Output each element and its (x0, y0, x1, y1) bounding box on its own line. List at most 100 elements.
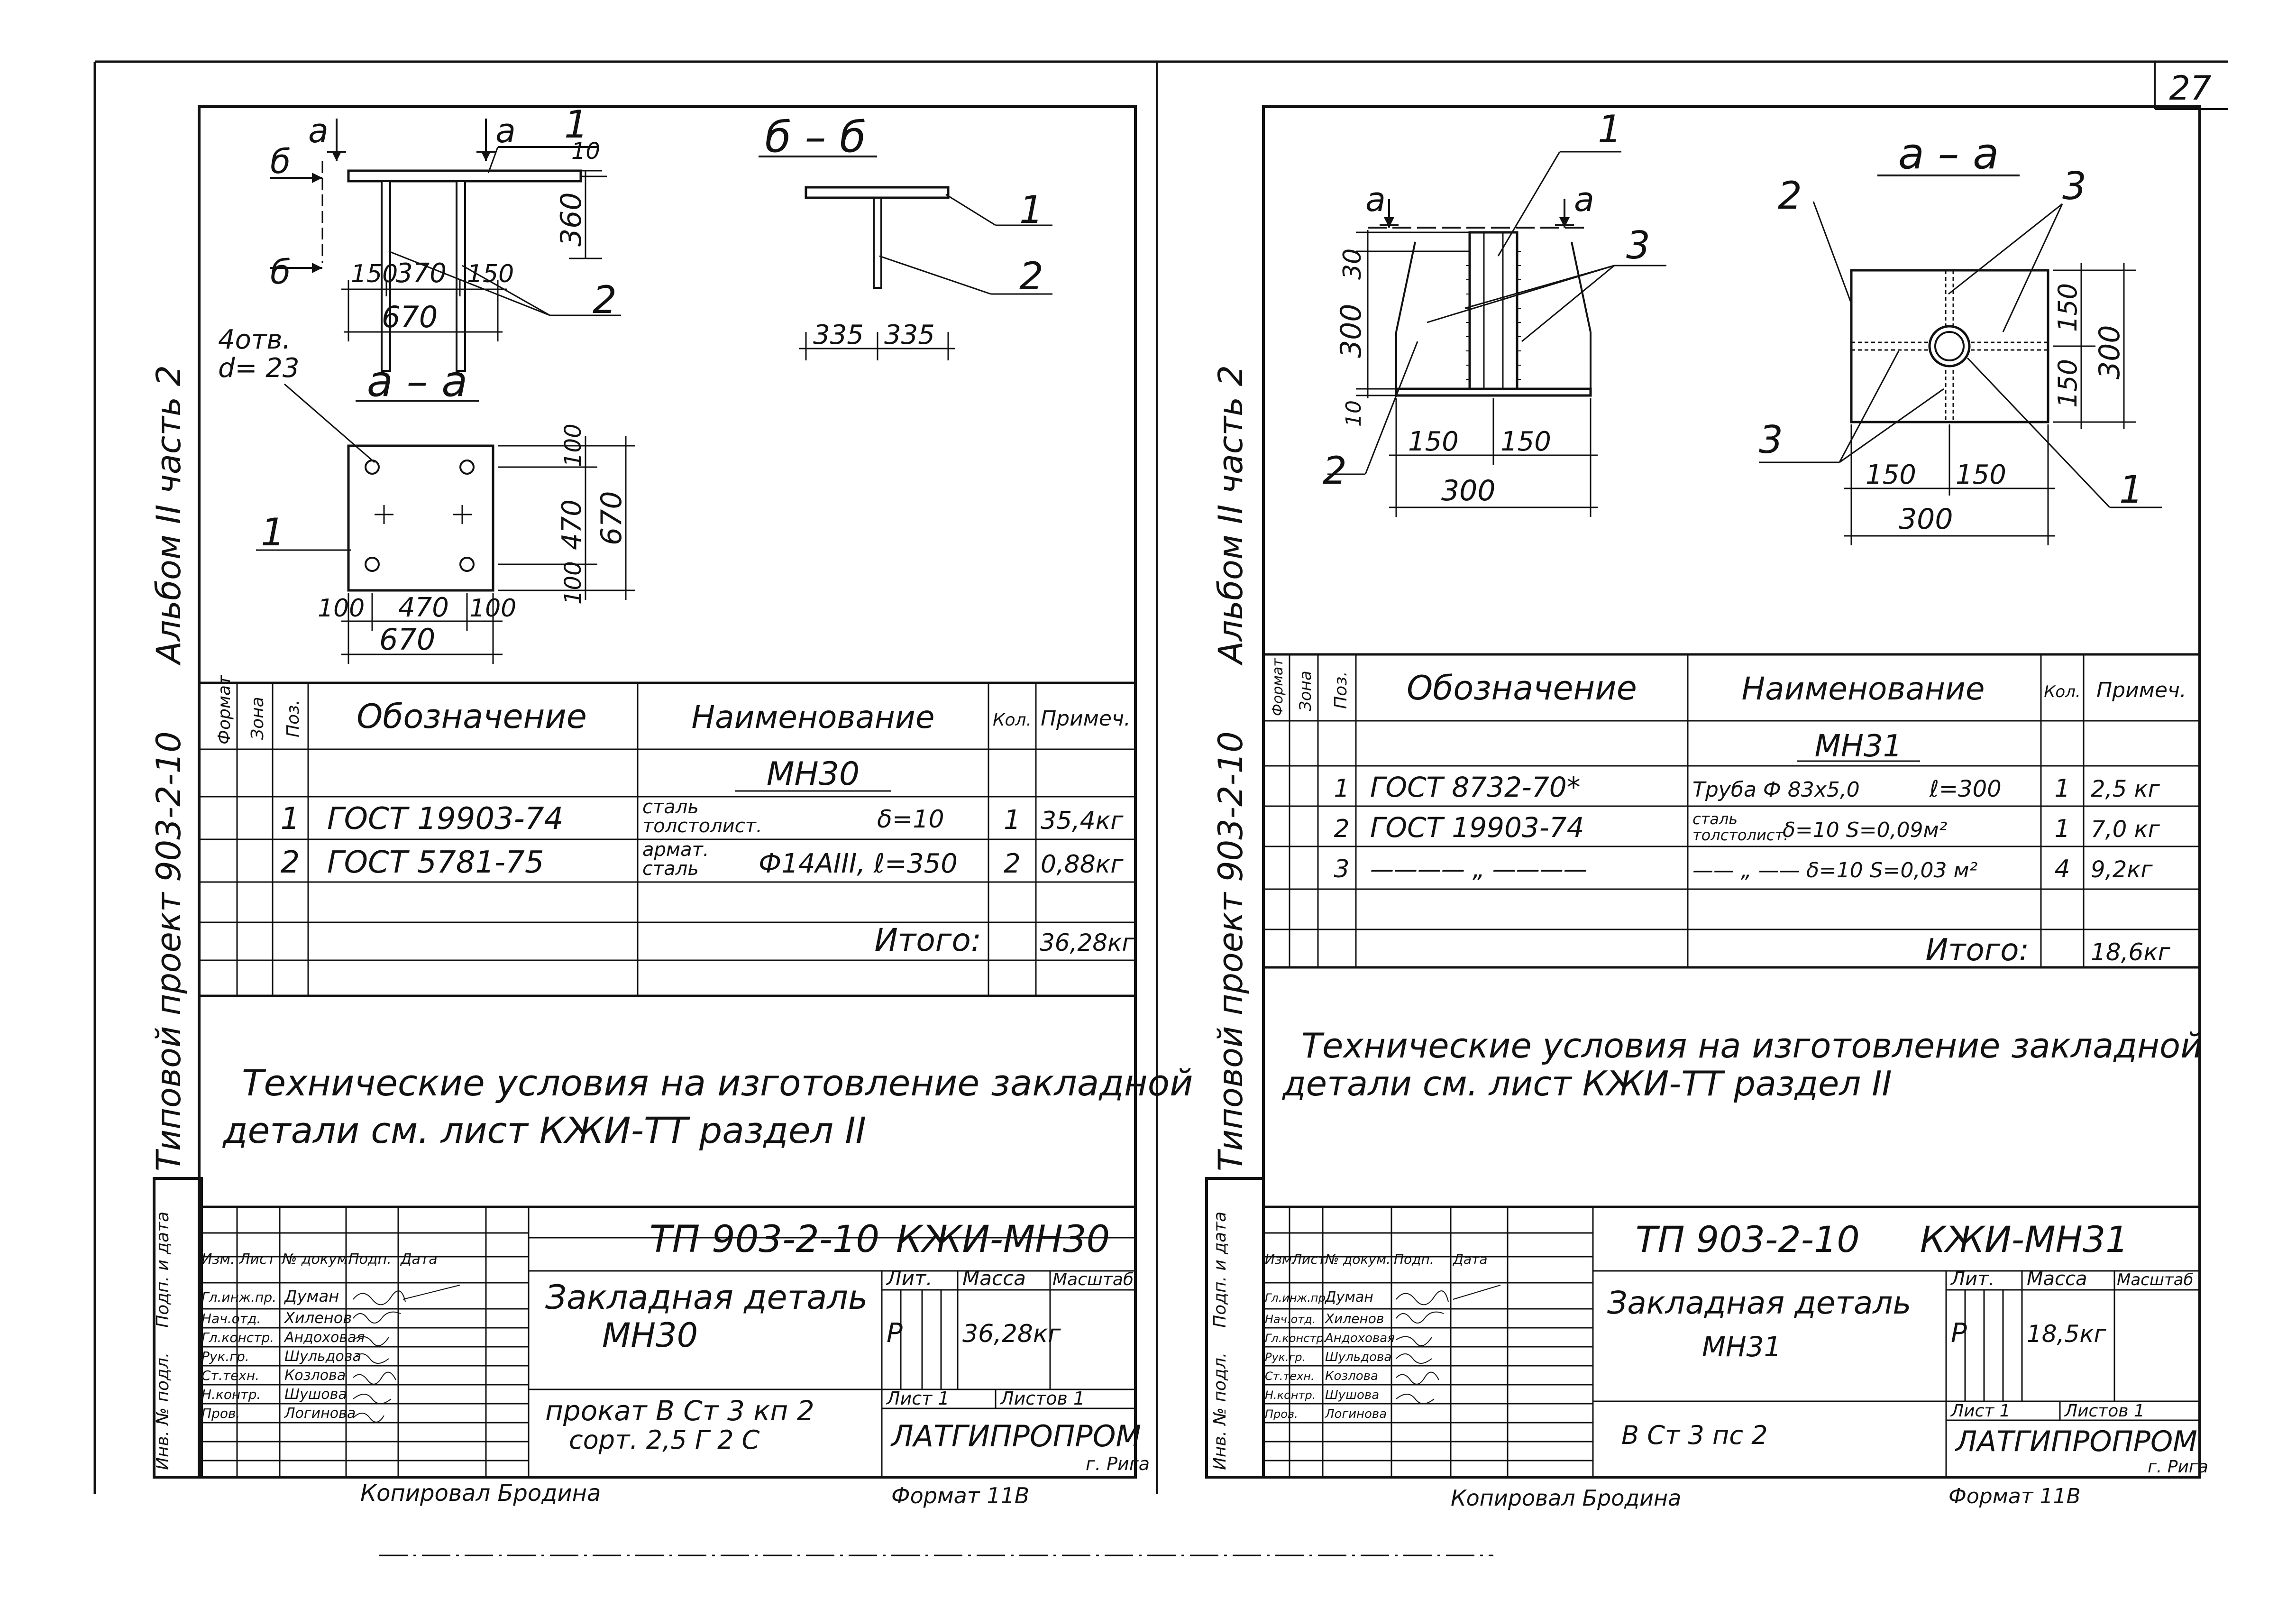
material-1: прокат В Ст 3 кп 2 (545, 1395, 814, 1427)
row-designation: ———— „ ———— (1370, 855, 1587, 883)
section-aa-title: а – а (367, 357, 468, 406)
scale-header: Масштаб (2117, 1270, 2194, 1289)
person: Думан (284, 1287, 339, 1306)
material-2: сорт. 2,5 Г 2 С (569, 1425, 760, 1455)
row-param: δ=10 (877, 805, 944, 834)
header-pos: Поз. (1331, 671, 1351, 709)
col-doc: № докум. (281, 1251, 352, 1268)
person: Козлова (284, 1367, 346, 1384)
sheet-info: Лист 1 (1950, 1401, 2011, 1421)
left-section-bb: б – б 1 2 335 335 (759, 112, 1052, 360)
dim-360: 360 (555, 192, 588, 247)
section-bb-title: б – б (765, 112, 866, 162)
inv-label: Инв. № подл. (1210, 1352, 1230, 1470)
person: Логинова (1325, 1407, 1387, 1421)
callout-2: 2 (1323, 449, 1347, 493)
left-section-aa: а – а 4отв. d= 23 1 100 470 100 670 100 … (218, 324, 635, 664)
role: Ст.техн. (201, 1368, 259, 1383)
part-name-2: МН31 (1702, 1331, 1781, 1363)
person: Шульдова (284, 1348, 361, 1365)
hole-diameter: d= 23 (218, 353, 300, 384)
embed-plate (347, 169, 582, 183)
header-format: Формат (215, 675, 234, 745)
section-b-label: б (270, 253, 291, 292)
tech-note-line-1: Технические условия на изготовление закл… (242, 1062, 1193, 1104)
role: Гл.констр. (201, 1330, 274, 1345)
page-number: 27 (2169, 69, 2211, 108)
left-spec-table: Формат Зона Поз. Обозначение Наименовани… (198, 675, 1137, 997)
footer-format: Формат 11В (1948, 1484, 2081, 1508)
right-section-aa: а – а 2 3 3 1 150 150 300 (1759, 129, 2162, 545)
anchor-bar (456, 180, 466, 372)
role: Ст.техн. (1265, 1370, 1315, 1383)
person: Думан (1324, 1289, 1373, 1305)
org-name: ЛАТГИПРОПРОМ (890, 1419, 1141, 1453)
row-designation: ГОСТ 5781-75 (327, 845, 544, 880)
mass-value: 18,5кг (2027, 1320, 2107, 1348)
row-qty: 1 (1004, 805, 1021, 836)
dim-300: 300 (1335, 303, 1368, 358)
spec-group-title: МН30 (767, 755, 860, 793)
header-zone: Зона (248, 697, 267, 740)
org-name: ЛАТГИПРОПРОМ (1955, 1425, 2197, 1458)
col-date: Дата (1452, 1251, 1488, 1267)
person: Андоховая (284, 1329, 365, 1346)
dim-100: 100 (318, 594, 365, 623)
dim-300: 300 (1441, 474, 1496, 507)
bar-section (873, 197, 882, 289)
person: Логинова (284, 1405, 356, 1422)
row-param: ℓ=300 (1929, 776, 2002, 802)
dim-335: 335 (813, 320, 864, 350)
page-frame: 27 (93, 60, 2228, 1556)
callout-2: 2 (593, 278, 617, 322)
dim-335: 335 (884, 320, 935, 350)
dim-10: 10 (1342, 400, 1366, 427)
base-plate-plan (1850, 269, 2049, 423)
row-note: 7,0 кг (2091, 816, 2160, 843)
col-doc: № докум. (1324, 1251, 1390, 1267)
role: Гл.инж.пр. (201, 1289, 276, 1305)
signatures (1396, 1285, 1501, 1404)
left-album-label: Альбом II часть 2 (149, 365, 188, 666)
dim-670: 670 (595, 491, 628, 545)
part-name-1: Закладная деталь (1607, 1285, 1911, 1321)
tech-note-line-2: детали см. лист КЖИ-ТТ раздел II (222, 1109, 866, 1151)
row-note: 9,2кг (2091, 856, 2153, 883)
dim-30: 30 (1338, 248, 1367, 280)
section-aa-title: а – а (1898, 129, 1999, 179)
callout-1: 1 (2119, 468, 2143, 512)
dim-150: 150 (2053, 359, 2083, 408)
anchor-bar (381, 180, 391, 372)
lit-header: Лит. (1950, 1268, 1994, 1290)
doc-code: ТП 903-2-10 (649, 1218, 879, 1261)
role: Н.контр. (201, 1387, 261, 1402)
row-name-2: сталь (642, 858, 699, 880)
doc-code: ТП 903-2-10 (1636, 1218, 1860, 1260)
callout-3: 3 (1759, 418, 1783, 462)
header-note: Примеч. (2096, 678, 2186, 702)
role: Пров. (1265, 1407, 1298, 1421)
row-name-1: сталь (642, 796, 699, 818)
row-name-2: толстолист. (1692, 826, 1788, 844)
role: Гл.инж.пр. (1265, 1291, 1329, 1305)
material-1: В Ст 3 пс 2 (1621, 1420, 1768, 1450)
left-elevation-view: б б а а 1 2 10 360 150 370 150 670 (270, 102, 621, 372)
hole-note: 4отв. (218, 324, 291, 355)
right-sheet: Альбом II часть 2 Типовой проект 903-2-1… (1205, 105, 2208, 1511)
tech-note-line-2: детали см. лист КЖИ-ТТ раздел II (1281, 1064, 1892, 1103)
weld-marks (1466, 251, 1521, 380)
role: Рук.гр. (1265, 1351, 1306, 1364)
row-param: Ф14АIII, ℓ=350 (759, 848, 958, 879)
left-project-label: Типовой проект 903-2-10 (149, 731, 188, 1171)
bar-marks (375, 505, 472, 524)
col-izm: Изм. (1265, 1251, 1296, 1267)
sheet-code: КЖИ-МН30 (896, 1218, 1110, 1261)
org-city: г. Рига (1086, 1453, 1150, 1474)
right-tech-note: Технические условия на изготовление закл… (1281, 1026, 2203, 1103)
row-qty: 1 (2054, 774, 2070, 803)
header-designation: Обозначение (357, 697, 587, 736)
dim-150: 150 (351, 260, 398, 288)
table-row: 2 ГОСТ 19903-74 сталь толстолист. δ=10 S… (1334, 810, 2160, 844)
header-pos: Поз. (284, 699, 303, 737)
